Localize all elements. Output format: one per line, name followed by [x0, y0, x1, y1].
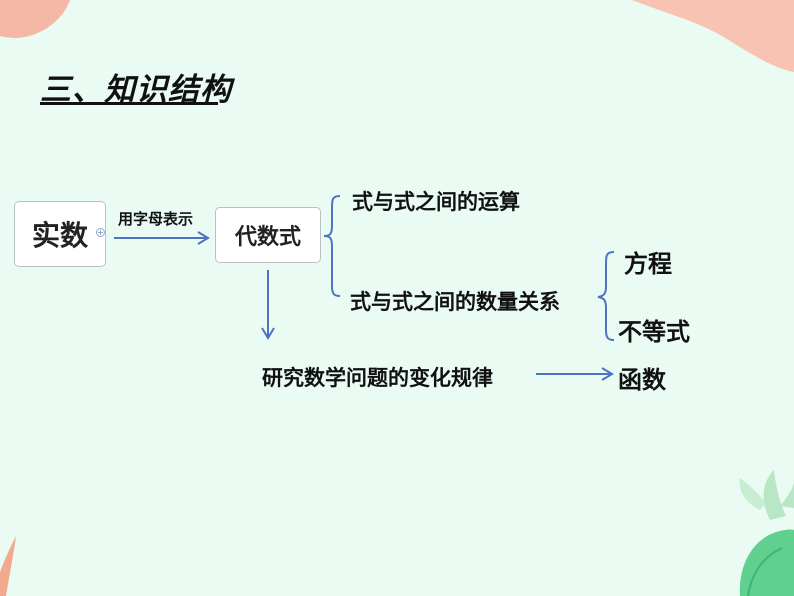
node-real-numbers[interactable]: 实数 [14, 201, 106, 267]
node-study-changes: 研究数学问题的变化规律 [262, 366, 493, 390]
node-quantity-relations: 式与式之间的数量关系 [350, 290, 560, 314]
top-left-coral-decor [0, 0, 70, 38]
arrowhead-real-to-algebraic [197, 231, 210, 245]
node-functions: 函数 [618, 366, 666, 394]
section-title-underline [40, 102, 218, 105]
node-algebraic-expressions-label: 代数式 [234, 225, 301, 250]
arrowhead-algebraic-down [261, 327, 275, 340]
brace-algebraic [323, 195, 341, 297]
node-real-numbers-label: 实数 [31, 219, 88, 252]
top-right-coral-decor [632, 0, 794, 72]
bottom-left-leaf-decor [0, 536, 16, 596]
node-inequalities: 不等式 [618, 318, 690, 346]
arrow-label-letters: 用字母表示 [118, 210, 194, 228]
node-operations: 式与式之间的运算 [352, 190, 520, 214]
bottom-right-plant-decor [739, 470, 794, 596]
node-algebraic-expressions[interactable]: 代数式 [215, 207, 321, 263]
expand-icon[interactable]: + [96, 228, 105, 237]
node-equations: 方程 [624, 250, 672, 278]
brace-relations [597, 251, 615, 341]
arrowhead-study-to-functions [601, 367, 614, 381]
